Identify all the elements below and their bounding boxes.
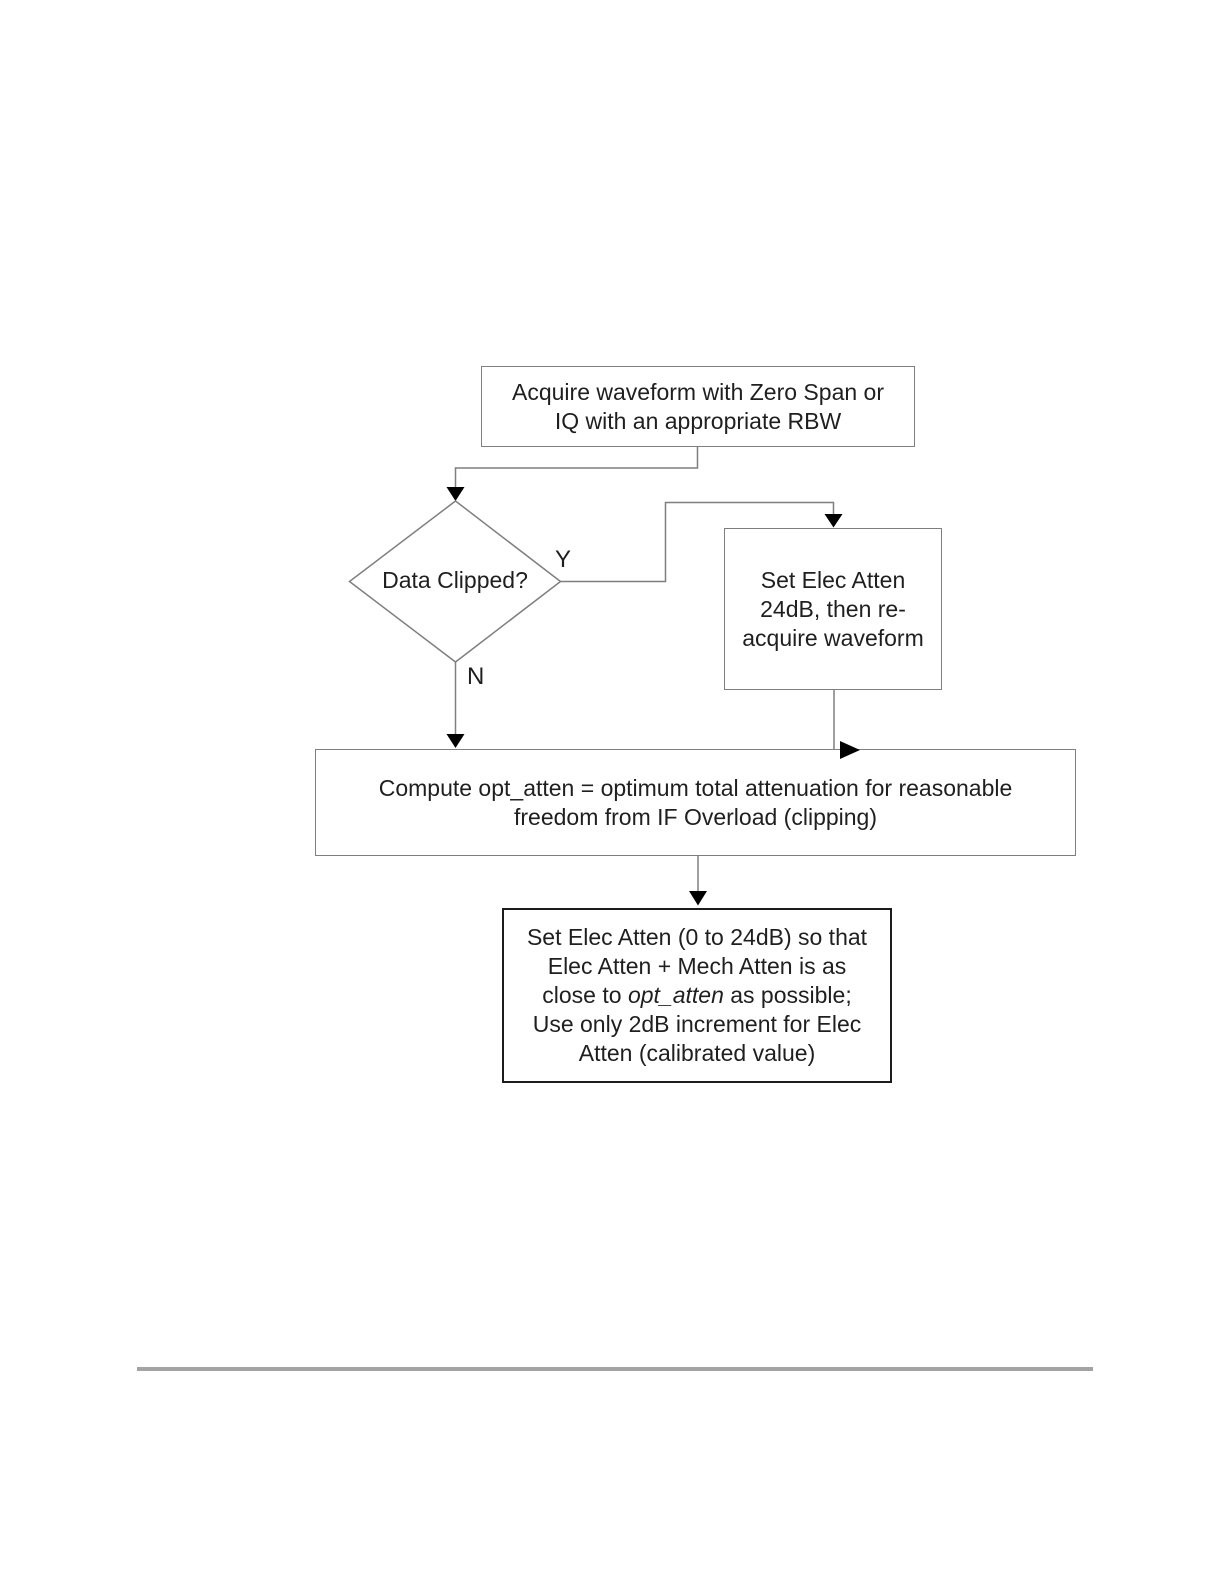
final-line3-suffix: as possible; [723, 982, 852, 1008]
decision-data-clipped-label: Data Clipped? [382, 567, 528, 593]
acquire-waveform-line1: Acquire waveform with Zero Span or [512, 378, 884, 405]
set-elec-atten-final-line5: Atten (calibrated value) [578, 1040, 816, 1066]
acquire-waveform-line2: IQ with an appropriate RBW [554, 407, 842, 434]
set-elec-atten-final-line2: Elec Atten + Mech Atten is as [547, 953, 847, 979]
footer-divider [137, 1367, 1093, 1371]
compute-opt-atten-line1: Compute opt_atten = optimum total attenu… [378, 774, 1013, 801]
connector-acquire-to-decision [454, 447, 699, 488]
arrow-down-into-decision-icon [446, 487, 465, 501]
set-elec-atten-24-node: Set Elec Atten 24dB, then re- acquire wa… [724, 528, 942, 690]
set-elec-atten-final-line4: Use only 2dB increment for Elec [532, 1011, 862, 1037]
set-elec-atten-final-line1: Set Elec Atten (0 to 24dB) so that [526, 924, 868, 950]
compute-opt-atten-node: Compute opt_atten = optimum total attenu… [315, 749, 1076, 856]
set-elec-atten-final-line3: close to opt_atten as possible; [542, 981, 851, 1010]
set-elec-atten-final-node: Set Elec Atten (0 to 24dB) so that Elec … [502, 908, 892, 1083]
opt-atten-italic-term: opt_atten [627, 982, 724, 1008]
compute-opt-atten-line2: freedom from IF Overload (clipping) [513, 803, 877, 830]
set-elec-atten-24-line3: acquire waveform [742, 624, 924, 651]
no-branch-label: N [467, 663, 485, 690]
set-elec-atten-24-line1: Set Elec Atten [760, 566, 906, 593]
acquire-waveform-node: Acquire waveform with Zero Span or IQ wi… [481, 366, 915, 447]
arrow-down-into-set-elec-24-icon [824, 514, 843, 528]
arrow-down-into-compute-icon [446, 734, 465, 748]
yes-branch-label: Y [555, 546, 572, 573]
set-elec-atten-24-line2: 24dB, then re- [760, 595, 906, 622]
final-line3-prefix: close to [542, 982, 628, 1008]
arrow-down-into-final-icon [689, 891, 707, 906]
